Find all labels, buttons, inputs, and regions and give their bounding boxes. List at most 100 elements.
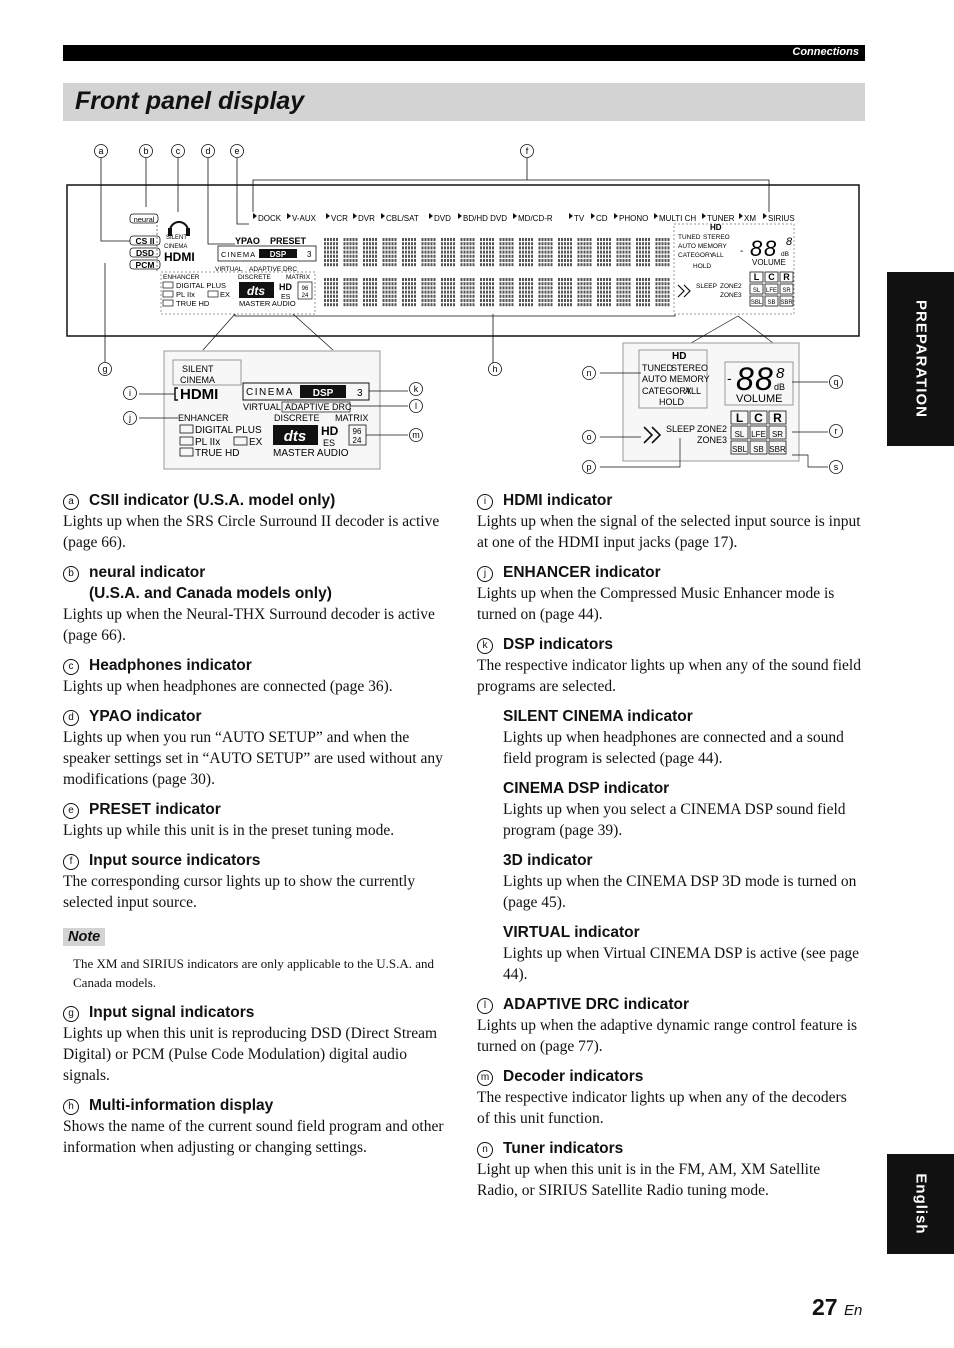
item-badge: k [477, 638, 493, 654]
section-name: Connections [792, 46, 859, 58]
svg-text:LFE: LFE [751, 430, 766, 439]
callout-q: q [829, 375, 843, 389]
item-body: Light up when this unit is in the FM, AM… [477, 1161, 821, 1199]
callout-e: e [230, 144, 244, 158]
dts-logo: dts [247, 284, 265, 298]
input-indicator-md-cd-r: MD/CD-R [513, 213, 553, 223]
db-label: dB [781, 251, 789, 258]
item-badge: i [477, 494, 493, 510]
channel-sl: SL [730, 425, 749, 440]
svg-text:SL: SL [753, 288, 761, 294]
item-badge: a [63, 494, 79, 510]
item-badge: e [63, 803, 79, 819]
all-indicator: ALL [712, 252, 724, 259]
headphones-icon [168, 228, 172, 236]
page-number-value: 27 [812, 1294, 838, 1320]
channel-sbl: SBL [749, 295, 764, 307]
svg-text:CD: CD [596, 214, 608, 223]
zoom-pl2x: PL IIx [195, 437, 220, 448]
ypao-indicator: YPAO [235, 236, 260, 246]
tuner-hd-indicator: HD [710, 223, 722, 232]
input-indicator-v-aux: V-AUX [287, 213, 317, 223]
note-text: The XM and SIRIUS indicators are only ap… [73, 956, 435, 990]
item-title: CSII indicator (U.S.A. model only) [89, 492, 336, 509]
item-title: Headphones indicator [89, 657, 252, 674]
svg-text:CBL/SAT: CBL/SAT [386, 214, 419, 223]
callout-p: p [582, 460, 596, 474]
item-heading: a CSII indicator (U.S.A. model only) [63, 490, 448, 511]
channel-sb: SB [764, 295, 779, 307]
svg-text:TV: TV [574, 214, 585, 223]
svg-text:SBL: SBL [732, 445, 748, 454]
input-indicator-cbl-sat: CBL/SAT [381, 213, 419, 223]
item-title: PRESET indicator [89, 801, 221, 818]
zoom-stereo: STEREO [671, 363, 708, 373]
item-heading: VIRTUAL indicator [503, 922, 862, 943]
ex-indicator: EX [220, 290, 230, 299]
zoom-tuner-hd: HD [672, 351, 686, 362]
volume-label: VOLUME [752, 258, 786, 267]
item-body: The respective indicator lights up when … [477, 1089, 847, 1127]
channel-sbr: SBR [779, 295, 794, 307]
input-indicator-dvr: DVR [353, 213, 375, 223]
svg-text:DVD: DVD [434, 214, 451, 223]
side-tab-preparation[interactable]: PREPARATION [887, 272, 954, 446]
zoom-volume-digits: 8 [736, 361, 754, 397]
callout-m: m [409, 428, 423, 442]
zoom-hdmi-logo: HDMI [180, 386, 218, 403]
side-tab-english[interactable]: English [887, 1154, 954, 1254]
zone2-indicator: ZONE2 [720, 283, 742, 290]
channel-sb: SB [749, 440, 768, 455]
svg-text:BD/HD DVD: BD/HD DVD [463, 214, 507, 223]
svg-text:SR: SR [772, 430, 783, 439]
svg-text:PHONO: PHONO [619, 214, 648, 223]
zoom-auto-memory: AUTO MEMORY [642, 374, 710, 384]
item-body: Lights up when you run “AUTO SETUP” and … [63, 729, 443, 788]
item-body: Lights up while this unit is in the pres… [63, 822, 395, 839]
zoom-discrete: DISCRETE [274, 413, 320, 423]
item-badge: m [477, 1070, 493, 1086]
zoom-dts-hd: HD [321, 424, 339, 438]
input-indicator-xm: XM [739, 213, 756, 223]
item-title: VIRTUAL indicator [503, 924, 640, 941]
callout-s: s [829, 460, 843, 474]
three-d-indicator: 3 [307, 250, 312, 259]
dts-96-label: 96 [302, 286, 309, 292]
svg-text:8: 8 [786, 236, 793, 248]
callout-a: a [94, 144, 108, 158]
channel-c: C [764, 271, 779, 283]
channel-lfe: LFE [764, 283, 779, 295]
zoom-all: ALL [685, 386, 701, 396]
zoom-virtual: VIRTUAL [243, 402, 281, 412]
svg-text:R: R [773, 411, 782, 425]
virtual-indicator: VIRTUAL [215, 266, 243, 273]
svg-text:L: L [736, 411, 743, 425]
zoom-hold: HOLD [659, 397, 685, 407]
callout-j: j [123, 411, 137, 425]
item-body: Lights up when the Neural-THX Surround d… [63, 606, 435, 644]
svg-text:f: f [526, 146, 529, 156]
item-body: Lights up when headphones are connected … [63, 678, 393, 695]
input-indicator-cd: CD [591, 213, 608, 223]
dts-es-label: ES [281, 294, 291, 301]
item-badge: g [63, 1006, 79, 1022]
item-heading: SILENT CINEMA indicator [503, 706, 862, 727]
svg-text:8: 8 [776, 365, 785, 382]
svg-text:j: j [128, 413, 131, 423]
zoom-cinema-text: CINEMA [246, 387, 294, 398]
input-indicator-phono: PHONO [614, 213, 648, 223]
channel-sbr: SBR [768, 440, 787, 455]
svg-text:g: g [102, 364, 107, 374]
zoom-zone2: ZONE2 [697, 424, 727, 434]
svg-text:i: i [129, 388, 131, 398]
channel-l: L [749, 271, 764, 283]
